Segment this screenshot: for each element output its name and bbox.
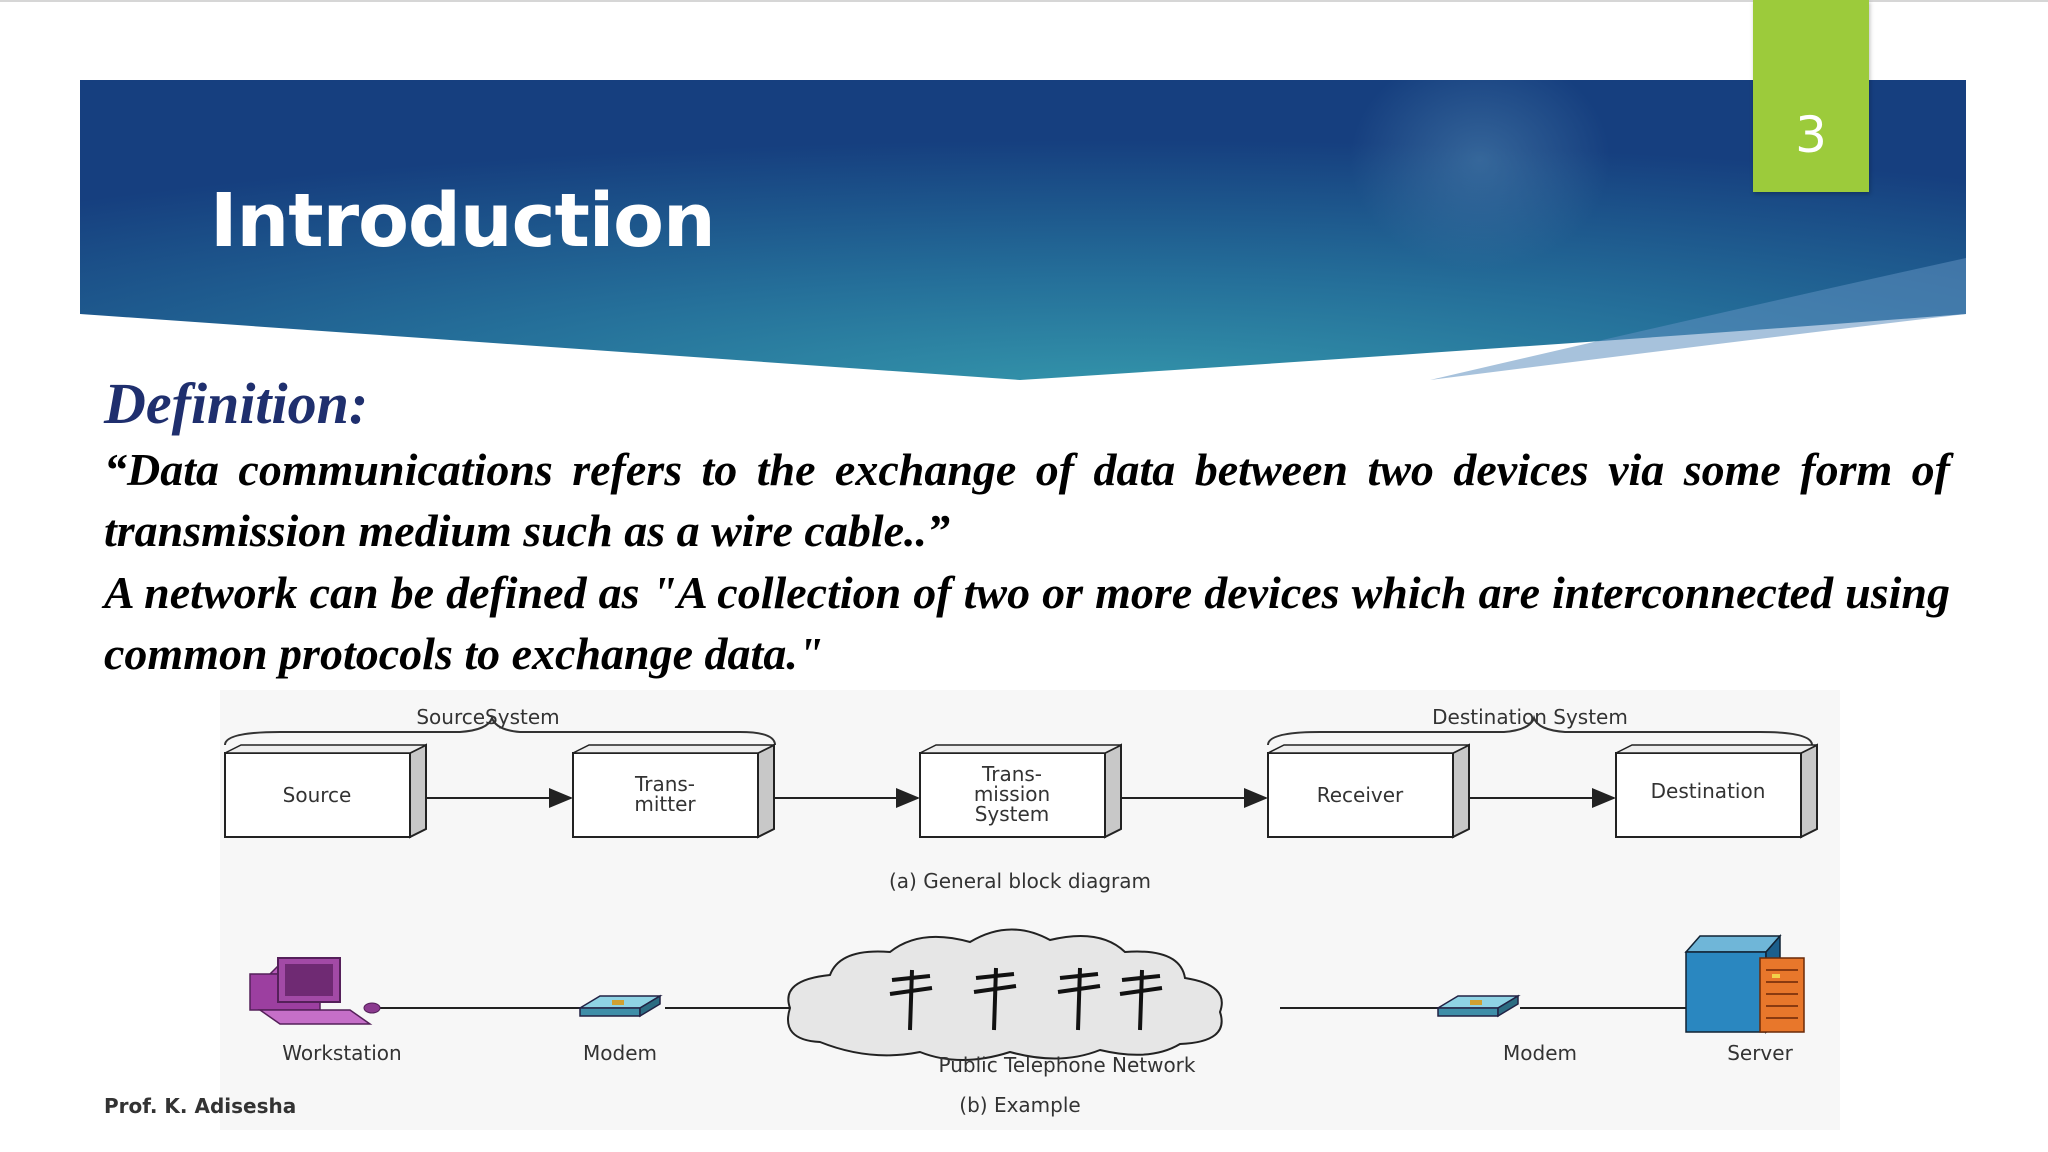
- author-footer: Prof. K. Adisesha: [104, 1094, 297, 1118]
- slide-title: Introduction: [210, 178, 716, 264]
- workstation-icon: [249, 957, 381, 1025]
- modem-left-label: Modem: [583, 1041, 657, 1065]
- server-label: Server: [1727, 1041, 1793, 1065]
- network-definition-paragraph: A network can be defined as "A collectio…: [104, 567, 1950, 679]
- caption-b: (b) Example: [959, 1093, 1080, 1117]
- block-receiver-label: Receiver: [1317, 783, 1404, 807]
- telephone-network-cloud-icon: [787, 928, 1223, 1061]
- destination-system-label: Destination System: [1432, 705, 1628, 729]
- title-banner: [80, 80, 1966, 382]
- block-destination-label: Destination: [1651, 779, 1766, 803]
- block-destination: Destination: [1615, 743, 1818, 839]
- block-source: Source: [224, 743, 427, 839]
- server-icon: [1684, 934, 1805, 1034]
- definition-paragraph: “Data communications refers to the excha…: [104, 444, 1950, 556]
- block-transmitter-line2: mitter: [634, 792, 696, 816]
- block-transmission-line2: mission: [974, 782, 1050, 806]
- caption-a: (a) General block diagram: [889, 869, 1151, 893]
- modem-right-label: Modem: [1503, 1041, 1577, 1065]
- block-source-label: Source: [283, 783, 352, 807]
- block-transmission-line3: System: [975, 802, 1050, 826]
- source-system-label: SourceSystem: [416, 705, 559, 729]
- definition-heading: Definition:: [104, 371, 369, 436]
- workstation-label: Workstation: [282, 1041, 401, 1065]
- block-transmitter-line1: Trans-: [634, 772, 695, 796]
- network-label: Public Telephone Network: [939, 1053, 1196, 1077]
- block-receiver: Receiver: [1267, 743, 1470, 839]
- destination-system-brace: [1267, 714, 1813, 746]
- modem-left-icon: [577, 994, 663, 1018]
- modem-right-icon: [1435, 994, 1521, 1018]
- page-number: 3: [1795, 106, 1827, 164]
- block-transmitter: Trans- mitter: [572, 743, 775, 839]
- communication-model-figure: SourceSystem Destination System Source T…: [220, 690, 1840, 1130]
- block-transmission-line1: Trans-: [981, 762, 1042, 786]
- block-transmission-system: Trans- mission System: [919, 743, 1122, 839]
- page-number-badge: 3: [1753, 0, 1869, 192]
- source-system-brace: [224, 714, 776, 746]
- top-divider: [0, 0, 2048, 2]
